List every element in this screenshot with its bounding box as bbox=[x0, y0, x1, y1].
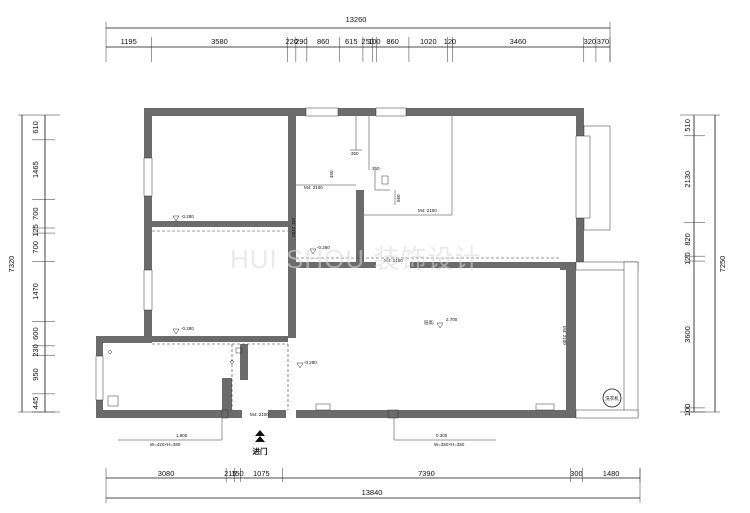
inner-dim-560: 560 bbox=[396, 194, 401, 202]
level-bed2: -0.280 bbox=[181, 326, 194, 331]
right-dim-segment-label: 820 bbox=[683, 233, 692, 246]
living-prefix: 层高: bbox=[424, 319, 434, 326]
bottom-dim-segment-label: 150 bbox=[231, 469, 244, 478]
washer-symbol: 洗衣机 bbox=[602, 388, 622, 408]
level-living: 2.700 bbox=[446, 317, 458, 322]
left-dim-segment-label: 950 bbox=[31, 368, 40, 381]
door-tag-balcony: M4: 2100 bbox=[562, 326, 567, 345]
top-dim-segment-label: 3580 bbox=[211, 37, 228, 46]
walls bbox=[95, 107, 639, 419]
top-dim-segment-label: 120 bbox=[444, 37, 457, 46]
top-dim-segment-label: 860 bbox=[386, 37, 399, 46]
window-note-right-val: 0.300 bbox=[436, 433, 448, 438]
left-dim-segment-label: 445 bbox=[31, 397, 40, 410]
level-entry: -0.280 bbox=[304, 360, 317, 365]
left-dim-segment-label: 230 bbox=[31, 344, 40, 357]
inner-dim-350b: 350 bbox=[372, 166, 380, 171]
left-dim-segment-label: 1465 bbox=[31, 161, 40, 178]
door-tags: M4: 2100 M4: 2100 M4: 2100 M4: 2100 M4: … bbox=[250, 185, 567, 417]
entrance-arrow-icon bbox=[255, 430, 265, 442]
bottom-dim-segment-label: 1480 bbox=[603, 469, 620, 478]
entrance-marker: 进门 bbox=[253, 430, 268, 456]
bottom-dim-segment-label: 3080 bbox=[158, 469, 175, 478]
interior-lines bbox=[107, 116, 560, 419]
door-tag-corridor: M4: 2100 bbox=[384, 258, 403, 263]
left-dimension-chain: 610 1465 700 125 700 1470 600 230 950 445 7320 bbox=[7, 114, 60, 413]
bottom-dim-segment-label: 7390 bbox=[418, 469, 435, 478]
left-dim-segment-label: 1470 bbox=[31, 283, 40, 300]
bottom-dim-segment-label: 1075 bbox=[253, 469, 270, 478]
bottom-dim-segment-label: 300 bbox=[570, 469, 583, 478]
right-total-dim: 7250 bbox=[718, 256, 727, 273]
bottom-dim-segment-label: 215 bbox=[224, 469, 237, 478]
watermark: HUI SHOU 装饰设计 bbox=[230, 244, 481, 274]
left-dim-segment-label: 600 bbox=[31, 327, 40, 340]
window-note-left: W=420×H=380 bbox=[150, 442, 181, 447]
inner-dim-450: 450 bbox=[329, 170, 334, 178]
right-dim-segment-label: 2130 bbox=[683, 171, 692, 188]
top-dim-segment-label: 1020 bbox=[420, 37, 437, 46]
window-note-right: W=350×H=350 bbox=[434, 442, 465, 447]
door-tag-entry: M4: 2100 bbox=[250, 412, 269, 417]
top-dim-segment-label: 100 bbox=[368, 37, 381, 46]
left-dim-segment-label: 700 bbox=[31, 241, 40, 254]
top-dim-segment-label: 1195 bbox=[121, 37, 137, 46]
door-tag-bath: M4: 2100 bbox=[418, 208, 437, 213]
top-dim-segment-label: 220 bbox=[285, 37, 298, 46]
right-dim-segment-label: 120 bbox=[683, 252, 692, 265]
top-dim-segment-label: 370 bbox=[597, 37, 610, 46]
right-dim-segment-label: 510 bbox=[683, 119, 692, 132]
top-dim-segment-label: 320 bbox=[584, 37, 597, 46]
top-total-dim: 13260 bbox=[346, 15, 367, 24]
level-markers: -0.280 -0.280 -0.280 -0.280 层高: 2.700 bbox=[172, 214, 458, 369]
top-dim-segment-label: 290 bbox=[295, 37, 308, 46]
level-bed1: -0.280 bbox=[181, 214, 194, 219]
right-dim-segment-label: 3600 bbox=[683, 326, 692, 343]
left-total-dim: 7320 bbox=[7, 256, 16, 273]
top-dim-segment-label: 860 bbox=[317, 37, 330, 46]
washer-label: 洗衣机 bbox=[605, 395, 619, 402]
left-dim-segment-label: 125 bbox=[31, 224, 40, 237]
entrance-label: 进门 bbox=[253, 446, 268, 456]
washer-icon bbox=[602, 388, 622, 408]
window-notes: 1.800 W=420×H=380 0.300 W=350×H=350 bbox=[118, 418, 496, 447]
left-dim-segment-label: 700 bbox=[31, 207, 40, 220]
right-dim-segment-label: 100 bbox=[683, 404, 692, 417]
door-tag-kitchen-top: M4: 2100 bbox=[304, 185, 323, 190]
door-tag-bedroom: M4: 2100 bbox=[291, 218, 296, 237]
top-dim-segment-label: 615 bbox=[345, 37, 358, 46]
inner-dimensions: 350 450 350 560 bbox=[329, 151, 401, 202]
bottom-total-dim: 13840 bbox=[362, 488, 383, 497]
top-dim-segment-label: 3460 bbox=[510, 37, 527, 46]
inner-dim-350a: 350 bbox=[351, 151, 359, 156]
level-corridor: -0.280 bbox=[317, 245, 330, 250]
top-dim-segment-label: 250 bbox=[361, 37, 374, 46]
left-dim-segment-label: 610 bbox=[31, 121, 40, 134]
window-note-left-val: 1.800 bbox=[176, 433, 188, 438]
right-dimension-chain: 510 2130 820 120 3600 100 7250 bbox=[680, 114, 727, 417]
